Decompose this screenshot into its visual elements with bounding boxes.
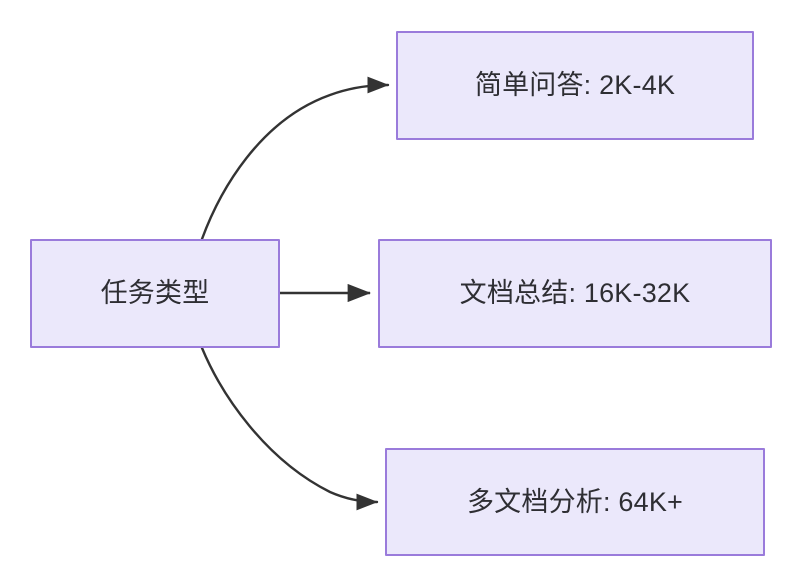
- edge-root-to-qa: [200, 76, 390, 241]
- node-multi-document-analysis-label: 多文档分析: 64K+: [466, 486, 683, 517]
- edge-root-to-multi: [200, 346, 379, 511]
- node-multi-document-analysis[interactable]: 多文档分析: 64K+: [385, 448, 765, 556]
- node-simple-qa[interactable]: 简单问答: 2K-4K: [396, 31, 754, 140]
- node-document-summary[interactable]: 文档总结: 16K-32K: [378, 239, 772, 348]
- node-document-summary-label: 文档总结: 16K-32K: [459, 278, 691, 309]
- node-task-type-label: 任务类型: [100, 278, 210, 309]
- node-simple-qa-label: 简单问答: 2K-4K: [474, 70, 676, 101]
- node-task-type[interactable]: 任务类型: [30, 239, 280, 348]
